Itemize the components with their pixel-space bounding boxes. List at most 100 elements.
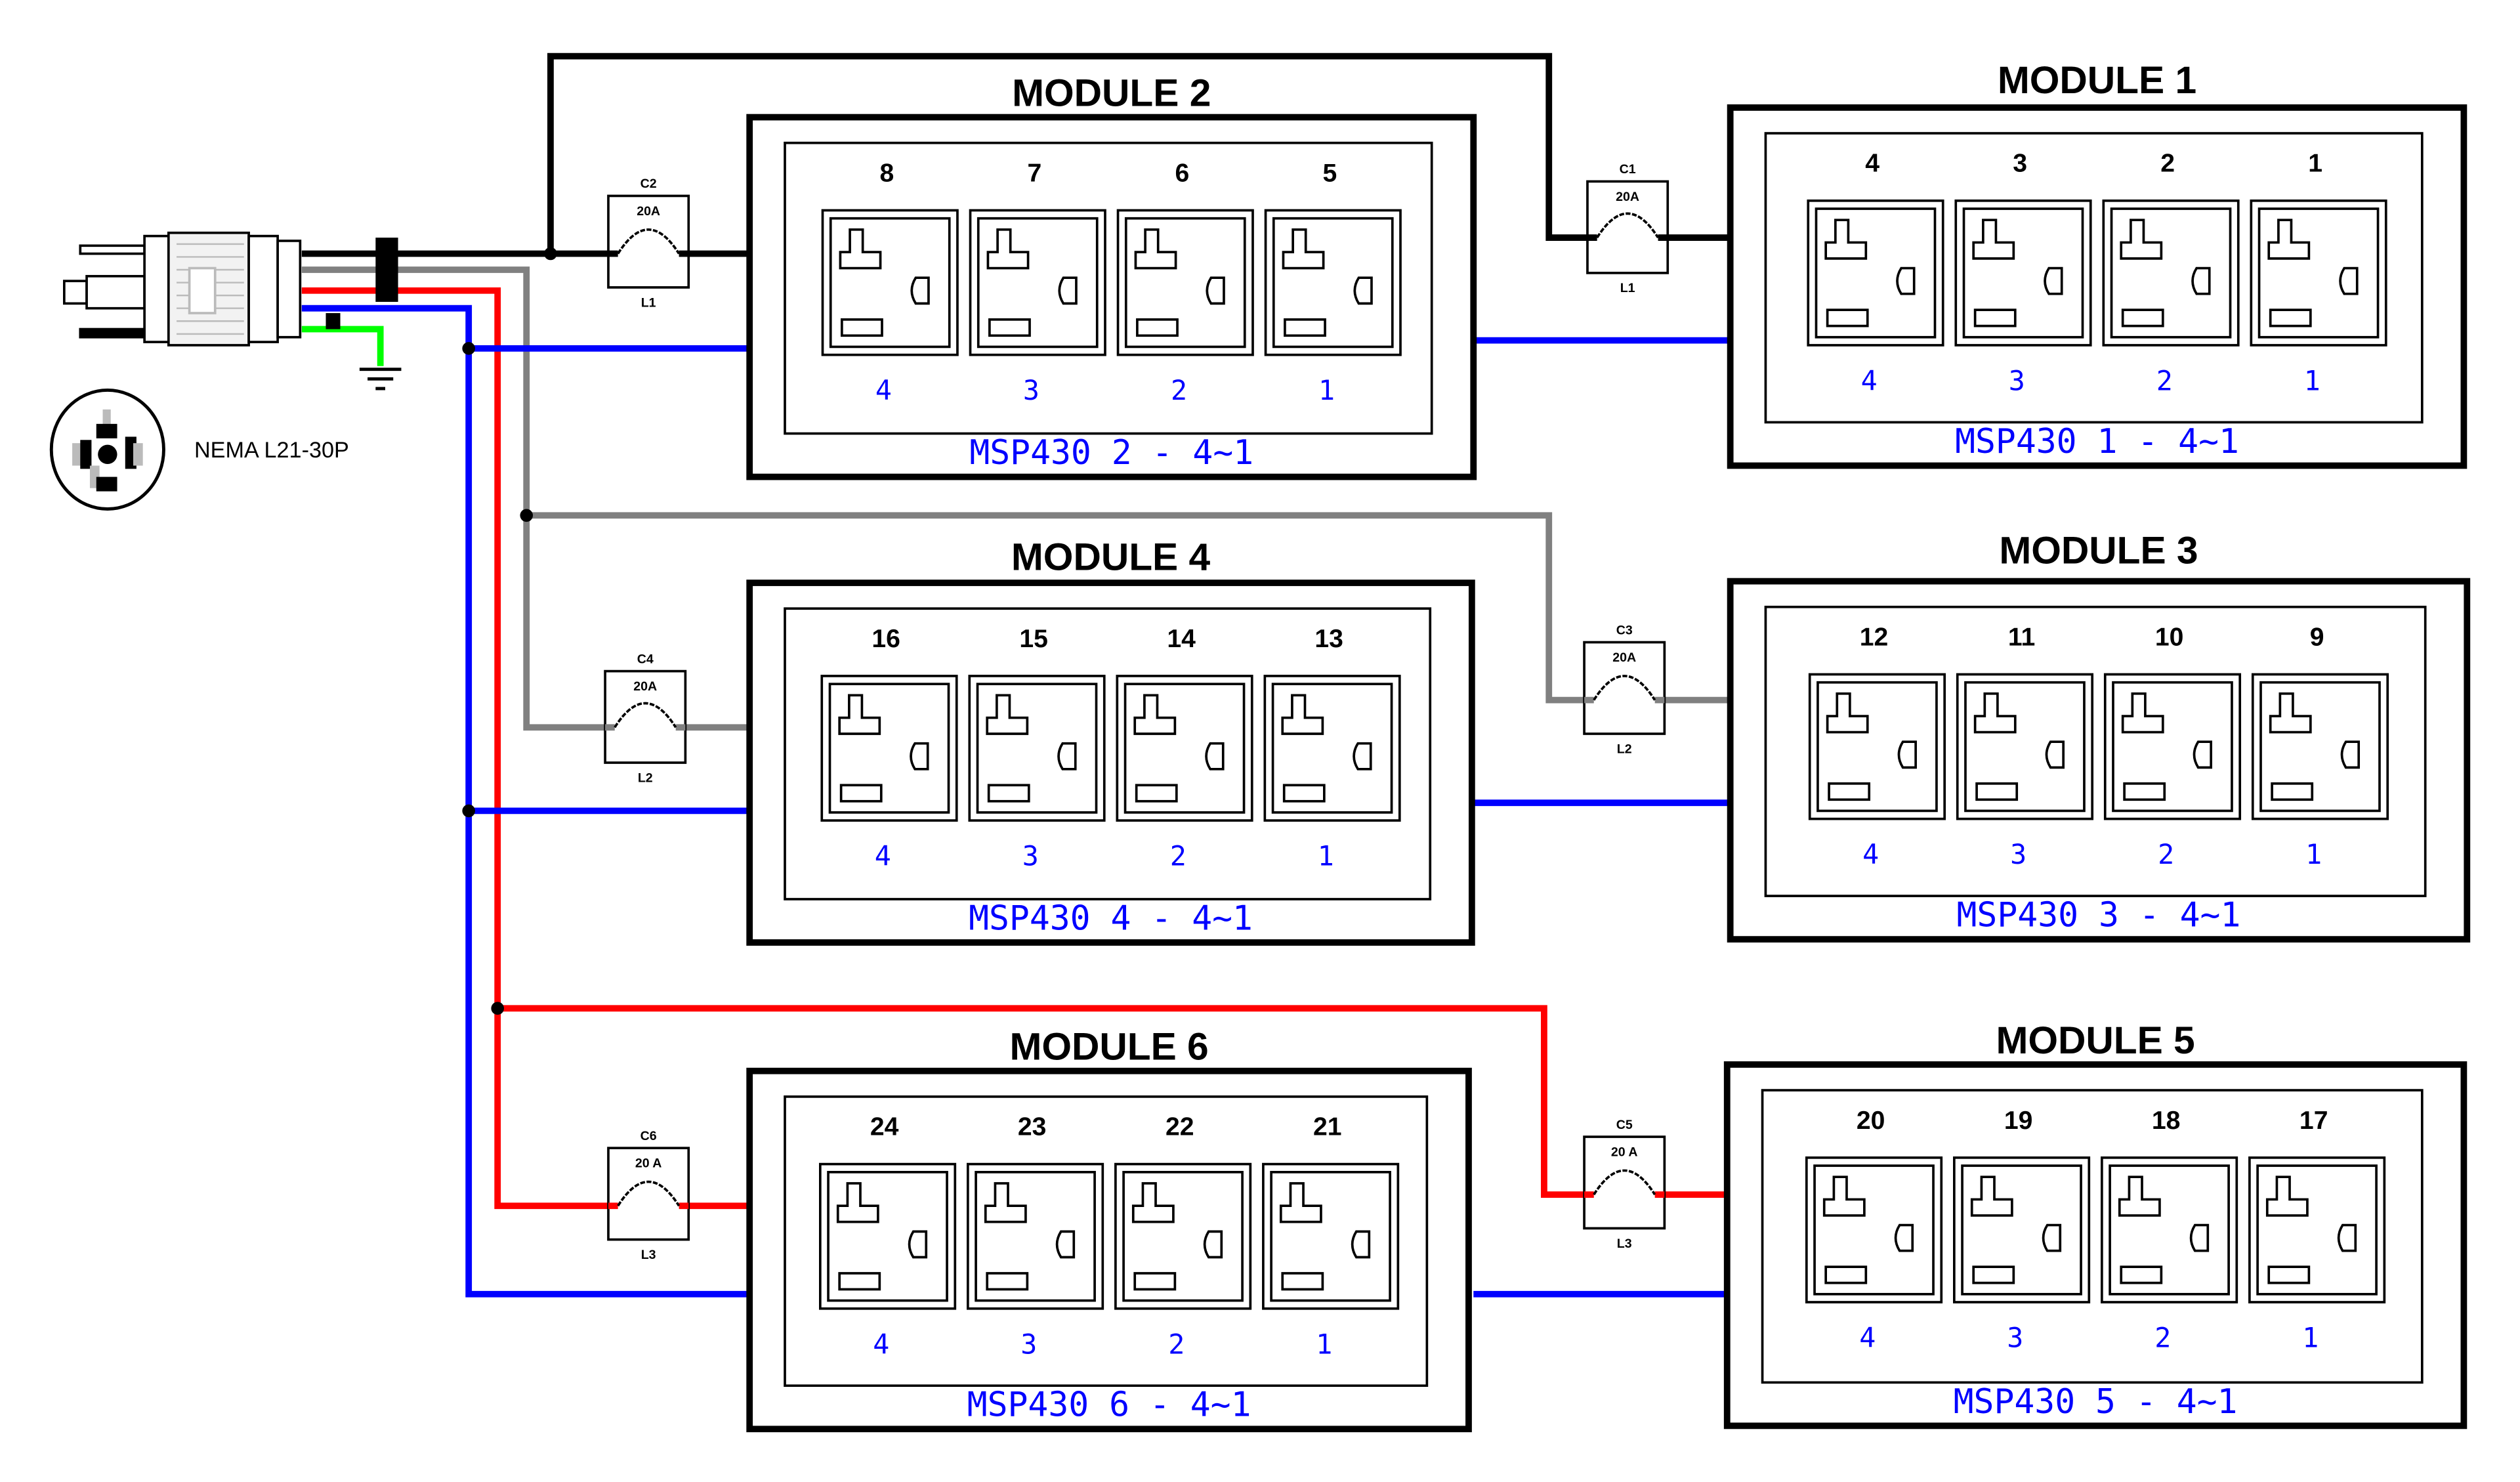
outlet: 17 1 [2248,1107,2386,1354]
module-inner-panel [784,1095,1429,1387]
outlet: 13 1 [1263,625,1401,872]
junction-dot [462,804,475,818]
outlet-number: 9 [2310,623,2324,651]
nema-receptacle-icon [49,389,165,511]
outlet: 91 [2251,623,2389,870]
breaker-body [607,1147,690,1241]
module-caption: MSP430 4 - 4~1 [969,899,1253,938]
port-number: 3 [1022,840,1039,872]
outlet-round-slot-icon [1353,742,1372,771]
module-title: MODULE 5 [1996,1019,2194,1062]
port-number: 2 [1171,374,1187,406]
outlet-face [1816,681,1938,813]
outlet-frame [968,675,1106,822]
outlet-face [829,217,951,349]
plug-label: NEMA L21-30P [194,438,349,463]
breaker-contact-icon [617,1180,681,1207]
outlet-flat-slot-icon [1281,1272,1324,1291]
outlet-face [1271,683,1393,814]
outlet-round-slot-icon [1055,1230,1076,1259]
outlet-face [2109,1164,2230,1296]
outlet-face [1272,217,1394,349]
outlet-number: 15 [1019,625,1048,653]
breaker-body [1583,1135,1666,1230]
outlet-round-slot-icon [2042,1223,2062,1252]
breaker-phase: L2 [1617,742,1632,756]
outlet-round-slot-icon [1897,740,1917,769]
outlet-number: 7 [1027,159,1041,187]
outlet-frame [1954,199,2092,347]
outlet-flat-slot-icon [839,784,883,803]
port-number: 4 [1862,838,1879,870]
outlet-face [976,217,1099,349]
outlet-frame [1116,209,1254,356]
outlet-t-slot-icon [1972,219,2015,260]
outlet-round-slot-icon [1205,742,1225,771]
module-caption: MSP430 2 - 4~1 [969,433,1253,473]
port-number: 1 [2305,838,2322,870]
breaker-body [1583,641,1666,735]
breaker-label: C5 [1616,1118,1633,1132]
outlet-t-slot-icon [1970,1175,2013,1217]
outlet-number: 5 [1323,159,1337,187]
port-number: 1 [2302,1322,2319,1354]
outlet-round-slot-icon [2339,266,2359,295]
module-caption: MSP430 1 - 4~1 [1955,422,2239,461]
outlet-face [975,1171,1096,1302]
outlet: 11 [2250,150,2387,396]
outlet-frame [2248,1156,2386,1303]
outlet: 211 [1262,1113,1400,1360]
outlet-flat-slot-icon [1136,318,1179,337]
breaker-contact-icon [1593,675,1656,701]
breaker-rating: 20A [633,679,657,694]
wire-ground-green [301,326,384,366]
outlet: 84 [821,159,959,406]
outlet-t-slot-icon [1134,228,1177,270]
breaker-phase: L1 [641,295,656,310]
outlet-flat-slot-icon [2121,308,2164,328]
port-number: 4 [1859,1322,1876,1354]
module-title: MODULE 2 [1012,72,1211,114]
outlet-frame [1805,1156,1943,1303]
outlet-number: 3 [2013,150,2027,178]
outlet-face [1270,1171,1391,1302]
outlet-number: 20 [1857,1107,1885,1135]
outlet-flat-slot-icon [1975,782,2019,801]
outlet-frame [2251,673,2389,820]
outlet-number: 6 [1175,159,1189,187]
module-inner-panel [1764,132,2424,424]
port-number: 1 [2304,364,2320,396]
outlet-face [1124,217,1246,349]
outlet-frame [967,1162,1104,1310]
module-inner-panel [1764,605,2427,897]
outlet-t-slot-icon [836,1182,879,1223]
wire-neutral-blue [301,305,1731,1298]
outlet-face [1122,1171,1244,1302]
breaker-phase: L2 [638,771,653,785]
outlet-frame [1953,1156,2091,1303]
outlet: 113 [1956,623,2094,870]
outlet-round-slot-icon [2337,1223,2357,1252]
outlet-round-slot-icon [1057,742,1077,771]
outlet-t-slot-icon [2121,692,2164,734]
outlet-frame [2101,1156,2238,1303]
outlet-flat-slot-icon [1824,1265,1868,1284]
breaker-rating: 20A [637,204,660,219]
outlet-flat-slot-icon [988,318,1031,337]
outlet-number: 17 [2300,1107,2328,1135]
outlet-number: 13 [1314,625,1343,653]
port-number: 4 [1861,364,1878,396]
outlet-frame [969,209,1106,356]
outlet-t-slot-icon [1133,694,1177,735]
outlet: 51 [1264,159,1402,406]
breaker-label: C3 [1616,623,1633,637]
port-number: 3 [2009,364,2025,396]
outlet-round-slot-icon [1203,1230,1223,1259]
module-title: MODULE 4 [1011,536,1211,578]
outlet-round-slot-icon [2193,740,2213,769]
port-number: 1 [1318,840,1334,872]
outlet-t-slot-icon [2118,1175,2161,1217]
outlet-round-slot-icon [1351,1230,1371,1259]
